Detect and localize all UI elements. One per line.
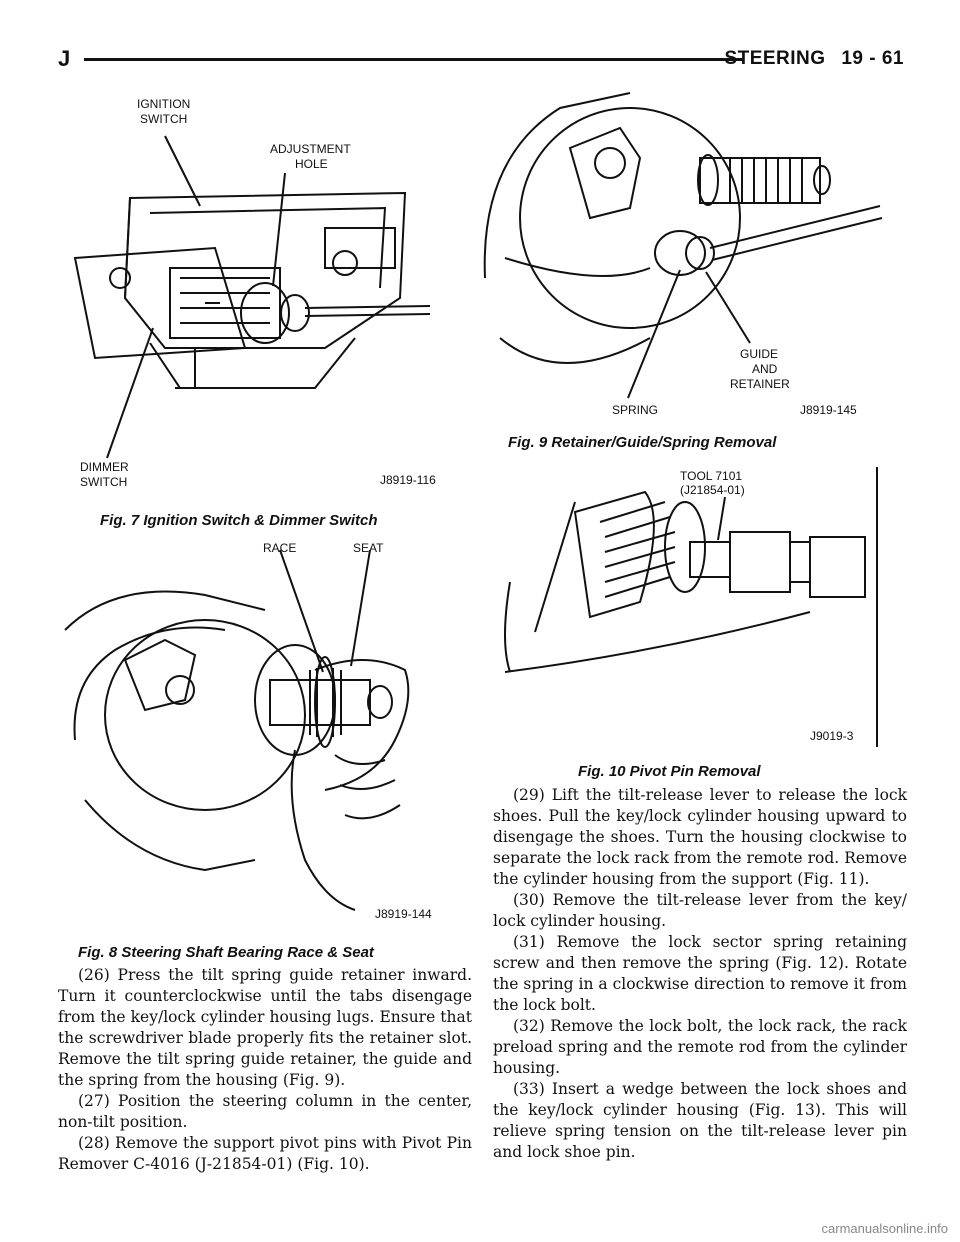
label-ignition-switch-line1: IGNITION [137,97,190,111]
page-number: 19 - 61 [841,48,904,69]
label-guide-line2: AND [752,362,778,376]
figure-9-caption: Fig. 9 Retainer/Guide/Spring Removal [508,434,777,451]
header-title-group: STEERING 19 - 61 [714,48,904,70]
figure-8: RACE SEAT J8919-144 [55,540,475,935]
right-text-column: (29) Lift the tilt-release lever to rele… [493,785,907,1163]
step-29: (29) Lift the tilt-release lever to rele… [493,786,907,888]
step-33: (33) Insert a wedge between the lock sho… [493,1080,907,1161]
step-27: (27) Position the steering column in the… [58,1092,472,1131]
label-spring: SPRING [612,403,658,417]
label-ignition-switch-line2: SWITCH [140,112,187,126]
ignition-dimmer-switch-illustration: IGNITION SWITCH ADJUSTMENT HOLE DIMMER S… [73,97,436,489]
label-adjustment-hole-line2: HOLE [295,157,328,171]
figure-9: GUIDE AND RETAINER SPRING J8919-145 [480,88,900,423]
step-26: (26) Press the tilt spring guide retaine… [58,966,472,1089]
pivot-pin-removal-illustration: TOOL 7101 (J21854-01) J9019-3 [504,467,878,747]
watermark: carmanualsonline.info [821,1221,948,1236]
figure-code: J9019-3 [810,729,854,743]
label-guide-line1: GUIDE [740,347,778,361]
figure-10: TOOL 7101 (J21854-01) J9019-3 [480,462,900,754]
figure-10-caption: Fig. 10 Pivot Pin Removal [578,763,761,780]
label-race: RACE [263,541,296,555]
header-rule [84,58,744,61]
figure-code: J8919-116 [380,473,436,487]
figure-code: J8919-145 [800,403,857,417]
figure-8-caption: Fig. 8 Steering Shaft Bearing Race & Sea… [78,944,374,961]
label-dimmer-switch-line1: DIMMER [80,460,129,474]
step-30: (30) Remove the tilt-release lever from … [493,891,907,930]
step-31: (31) Remove the lock sector spring retai… [493,933,907,1014]
section-letter: J [58,46,71,71]
label-adjustment-hole-line1: ADJUSTMENT [270,142,351,156]
label-tool-line1: TOOL 7101 [680,469,742,483]
step-28: (28) Remove the support pivot pins with … [58,1134,472,1173]
figure-7-caption: Fig. 7 Ignition Switch & Dimmer Switch [100,512,378,529]
step-32: (32) Remove the lock bolt, the lock rack… [493,1017,907,1077]
left-text-column: (26) Press the tilt spring guide retaine… [58,965,472,1175]
label-guide-line3: RETAINER [730,377,790,391]
label-seat: SEAT [353,541,384,555]
figure-code: J8919-144 [375,907,432,921]
bearing-race-seat-illustration: RACE SEAT J8919-144 [64,541,432,921]
figure-7: IGNITION SWITCH ADJUSTMENT HOLE DIMMER S… [55,88,475,498]
page-header: J STEERING 19 - 61 [58,46,904,76]
section-title: STEERING [724,48,826,69]
label-tool-line2: (J21854-01) [680,483,745,497]
retainer-guide-spring-illustration: GUIDE AND RETAINER SPRING J8919-145 [483,92,883,417]
label-dimmer-switch-line2: SWITCH [80,475,127,489]
